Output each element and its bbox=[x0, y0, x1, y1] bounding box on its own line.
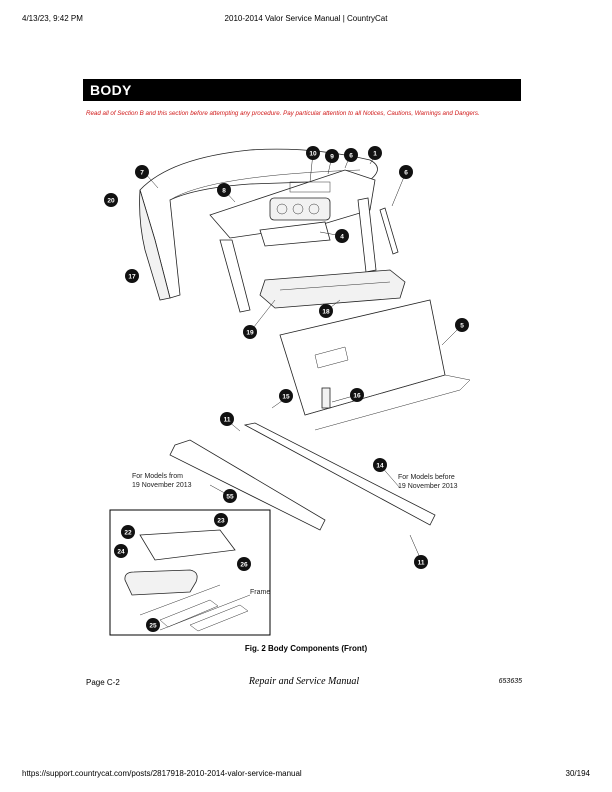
section-title: BODY bbox=[90, 82, 132, 98]
browser-print-header: 4/13/23, 9:42 PM 2010-2014 Valor Service… bbox=[22, 14, 590, 26]
glove-box-part bbox=[259, 221, 331, 247]
svg-text:19: 19 bbox=[246, 330, 254, 337]
callout-22: 22 bbox=[121, 525, 135, 539]
print-title: 2010-2014 Valor Service Manual | Country… bbox=[224, 14, 388, 23]
browser-print-footer: https://support.countrycat.com/posts/281… bbox=[22, 769, 590, 781]
callout-15: 15 bbox=[279, 389, 293, 403]
svg-text:20: 20 bbox=[107, 198, 115, 205]
print-url: https://support.countrycat.com/posts/281… bbox=[22, 769, 302, 778]
svg-text:4: 4 bbox=[340, 234, 344, 241]
document-code: 653635 bbox=[498, 678, 522, 685]
body-components-diagram: For Models from 19 November 2013 For Mod… bbox=[100, 140, 480, 640]
svg-text:15: 15 bbox=[282, 394, 290, 401]
print-page-count: 30/194 bbox=[565, 769, 590, 778]
callout-26: 26 bbox=[237, 557, 251, 571]
note-models-from-line2: 19 November 2013 bbox=[132, 482, 192, 489]
callout-19: 19 bbox=[243, 325, 257, 339]
callout-9: 9 bbox=[325, 149, 339, 163]
manual-title: Repair and Service Manual bbox=[248, 676, 360, 687]
callout-20: 20 bbox=[104, 193, 118, 207]
figure-caption: Fig. 2 Body Components (Front) bbox=[244, 644, 368, 653]
svg-text:1: 1 bbox=[373, 151, 377, 158]
front-cowl-part bbox=[139, 148, 378, 299]
callout-4: 4 bbox=[335, 229, 349, 243]
note-models-before-line1: For Models before bbox=[398, 474, 455, 481]
support-rod-part bbox=[379, 207, 399, 255]
svg-text:25: 25 bbox=[149, 623, 157, 630]
svg-text:11: 11 bbox=[224, 417, 231, 424]
safety-warning: Read all of Section B and this section b… bbox=[86, 110, 480, 117]
callout-8: 8 bbox=[217, 183, 231, 197]
note-models-before-line2: 19 November 2013 bbox=[398, 483, 458, 490]
note-frame: Frame bbox=[250, 589, 270, 596]
bracket-part bbox=[321, 387, 331, 409]
callout-25: 25 bbox=[146, 618, 160, 632]
svg-text:26: 26 bbox=[240, 562, 248, 569]
callout-6-right: 6 bbox=[399, 165, 413, 179]
svg-text:5: 5 bbox=[460, 323, 464, 330]
svg-text:6: 6 bbox=[404, 170, 408, 177]
svg-text:23: 23 bbox=[217, 518, 225, 525]
svg-text:6: 6 bbox=[349, 153, 353, 160]
callout-5: 5 bbox=[455, 318, 469, 332]
callout-1: 1 bbox=[368, 146, 382, 160]
callout-7: 7 bbox=[135, 165, 149, 179]
callout-14: 14 bbox=[373, 458, 387, 472]
page-number: Page C-2 bbox=[86, 678, 120, 687]
svg-text:9: 9 bbox=[330, 154, 334, 161]
callout-11-right: 11 bbox=[414, 555, 428, 569]
inset-step-part bbox=[124, 569, 198, 596]
inset-detail-frame bbox=[109, 509, 271, 636]
svg-text:18: 18 bbox=[322, 309, 330, 316]
callout-16: 16 bbox=[350, 388, 364, 402]
svg-text:14: 14 bbox=[376, 463, 384, 470]
svg-text:10: 10 bbox=[309, 151, 317, 158]
svg-text:16: 16 bbox=[353, 393, 361, 400]
rocker-panel-before bbox=[243, 422, 436, 526]
section-title-bar: BODY bbox=[83, 79, 521, 101]
cowl-side-panel bbox=[139, 189, 171, 301]
svg-text:8: 8 bbox=[222, 188, 226, 195]
callout-23: 23 bbox=[214, 513, 228, 527]
print-datetime: 4/13/23, 9:42 PM bbox=[22, 14, 83, 23]
callout-6-top: 6 bbox=[344, 148, 358, 162]
floor-mat-part bbox=[259, 269, 406, 309]
svg-text:17: 17 bbox=[128, 274, 136, 281]
svg-text:55: 55 bbox=[226, 494, 234, 501]
manual-page-footer: Page C-2 Repair and Service Manual 65363… bbox=[86, 676, 522, 690]
callout-24: 24 bbox=[114, 544, 128, 558]
svg-text:22: 22 bbox=[124, 530, 132, 537]
svg-text:7: 7 bbox=[140, 170, 144, 177]
note-models-from-line1: For Models from bbox=[132, 473, 183, 480]
callout-10: 10 bbox=[306, 146, 320, 160]
callout-18: 18 bbox=[319, 304, 333, 318]
callout-55: 55 bbox=[223, 489, 237, 503]
callout-11-left: 11 bbox=[220, 412, 234, 426]
svg-text:11: 11 bbox=[418, 560, 425, 567]
cup-holder-tray bbox=[269, 197, 331, 221]
inset-floor-plate bbox=[139, 529, 236, 561]
svg-text:24: 24 bbox=[117, 549, 125, 556]
exploded-view-drawing: For Models from 19 November 2013 For Mod… bbox=[104, 146, 471, 636]
rocker-panel-from bbox=[169, 439, 326, 531]
callout-17: 17 bbox=[125, 269, 139, 283]
